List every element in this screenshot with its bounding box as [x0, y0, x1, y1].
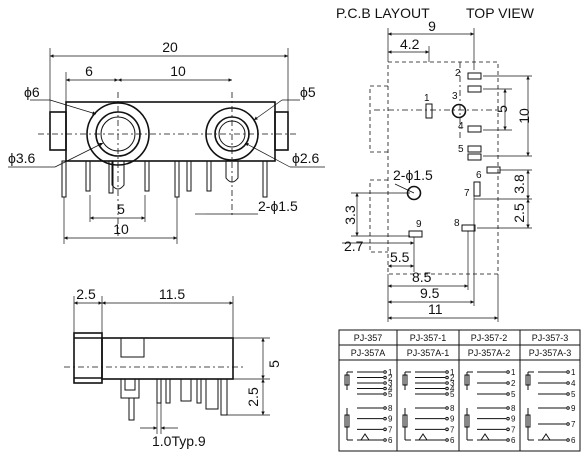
schematic-pin-label: 7: [388, 425, 393, 434]
schematic-pin-label: 6: [450, 436, 455, 445]
pcb-left-notch-top: [369, 85, 388, 153]
pin-label-8: 8: [454, 218, 460, 229]
side-view: 2.5 11.5 5 2.5 1.0Typ.9: [64, 286, 282, 449]
schematic-pin-label: 8: [388, 404, 393, 413]
schematic-pin-label: 3: [450, 379, 455, 388]
schematic-pin-label: 9: [388, 415, 393, 424]
model-pj-357a: PJ-357A: [351, 348, 386, 358]
schematic-pin-label: 5: [511, 390, 516, 399]
dim-side-pin-height: 2.5: [245, 387, 261, 407]
schematic-pin-label: 5: [571, 390, 576, 399]
pcb-dim-5-5: 5.5: [390, 249, 410, 265]
pcb-dim-3-3: 3.3: [342, 205, 358, 225]
top-view-title: TOP VIEW: [466, 5, 535, 21]
pin-label-9: 9: [416, 219, 422, 230]
pcb-layout-title: P.C.B LAYOUT: [336, 5, 430, 21]
model-pj-357-1: PJ-357-1: [410, 333, 447, 343]
schematic-pin-label: 9: [511, 415, 516, 424]
pcb-dim-10: 10: [516, 108, 532, 124]
schematic-pin-label: 2: [388, 374, 393, 383]
schematic-pin-label: 7: [511, 425, 516, 434]
pcb-dim-9-5: 9.5: [420, 285, 440, 301]
schematic-pin-label: 2: [450, 374, 455, 383]
schematic-pin-label: 1: [388, 368, 393, 377]
side-front-flange: [73, 332, 103, 384]
dim-left-offset: 6: [85, 63, 93, 79]
label-phi5: ϕ5: [300, 84, 316, 100]
label-phi2-6: ϕ2.6: [292, 150, 320, 166]
side-window: [120, 337, 145, 358]
side-pins: [120, 378, 228, 421]
dim-total-width: 20: [162, 39, 178, 55]
schematic-pin-label: 3: [388, 379, 393, 388]
schematic-pin-label: 6: [571, 436, 576, 445]
dim-side-height: 5: [266, 360, 282, 368]
model-pj-357a-1: PJ-357A-1: [407, 348, 450, 358]
schematic-pin-label: 8: [450, 404, 455, 413]
label-phi3-6: ϕ3.6: [8, 150, 36, 166]
pin-label-4: 4: [458, 121, 464, 132]
label-phi6: ϕ6: [24, 84, 40, 100]
schematic-pin-label: 7: [571, 420, 576, 429]
dim-pin-gap: 5: [117, 201, 125, 217]
schematic-pin-label: 7: [450, 425, 455, 434]
schematic-pin-label: 5: [450, 390, 455, 399]
pin-label-7: 7: [464, 188, 470, 199]
schematic-pin-label: 6: [511, 436, 516, 445]
pin-label-2: 2: [455, 68, 461, 79]
pcb-dim-4-2: 4.2: [400, 36, 420, 52]
pcb-dim-5: 5: [494, 105, 510, 113]
schematic-pin-label: 1: [450, 368, 455, 377]
side-body: [101, 337, 234, 380]
pcb-dim-8-5: 8.5: [412, 269, 432, 285]
pin-label-1: 1: [424, 93, 430, 104]
schematic-pin-label: 1: [571, 368, 576, 377]
schematic-pin-label: 4: [450, 385, 455, 394]
pcb-pads: [406, 72, 501, 238]
front-view: 20 6 10 ϕ6 ϕ3.6 ϕ5 ϕ2.6 5 10 2-ϕ1.5: [8, 39, 325, 244]
dim-side-offset: 2.5: [76, 286, 96, 302]
front-pins: [61, 160, 268, 198]
dim-pin-span: 10: [113, 221, 129, 237]
schematic-pin-label: 2: [511, 379, 516, 388]
pcb-dim-11: 11: [428, 301, 443, 317]
pcb-dim-9: 9: [428, 18, 436, 34]
schematic-cell: 1 4 5 9 7 6: [525, 368, 576, 445]
model-pj-357-3: PJ-357-3: [532, 333, 569, 343]
model-pj-357-2: PJ-357-2: [471, 333, 508, 343]
schematic-pin-label: 9: [450, 415, 455, 424]
schematic-pin-label: 9: [571, 404, 576, 413]
dim-side-length: 11.5: [159, 286, 185, 302]
schematic-pin-label: 4: [571, 379, 576, 388]
pcb-dim-2-5: 2.5: [511, 203, 527, 223]
pcb-layout: P.C.B LAYOUT TOP VIEW 1 2 3 4 5 6: [336, 5, 535, 322]
model-pj-357a-3: PJ-357A-3: [529, 348, 572, 358]
dim-jack-spacing: 10: [170, 63, 186, 79]
dim-pitch: 1.0Typ.9: [152, 433, 206, 449]
model-table: PJ-357 PJ-357-1 PJ-357-2 PJ-357-3 PJ-357…: [338, 329, 581, 452]
pcb-mount-hole-label: 2-ϕ1.5: [393, 167, 433, 183]
pin-label-5: 5: [458, 144, 464, 155]
schematic-pin-label: 6: [388, 436, 393, 445]
label-pin-hole: 2-ϕ1.5: [258, 198, 298, 214]
model-pj-357a-2: PJ-357A-2: [468, 348, 511, 358]
front-right-tab: [274, 111, 289, 151]
pin-label-3: 3: [452, 91, 458, 102]
pin-label-6: 6: [476, 170, 482, 181]
schematic-pin-label: 4: [388, 385, 393, 394]
pcb-dim-2-7: 2.7: [344, 238, 364, 254]
front-left-tab: [49, 111, 67, 151]
schematic-pin-label: 1: [511, 368, 516, 377]
schematic-pin-label: 5: [388, 390, 393, 399]
pcb-left-notch-bottom: [369, 179, 388, 253]
schematic-cell: 1 2 5 8 97 6: [464, 368, 516, 445]
pcb-dim-3-8: 3.8: [511, 174, 527, 194]
model-pj-357: PJ-357: [354, 333, 383, 343]
schematic-pin-label: 8: [511, 404, 516, 413]
